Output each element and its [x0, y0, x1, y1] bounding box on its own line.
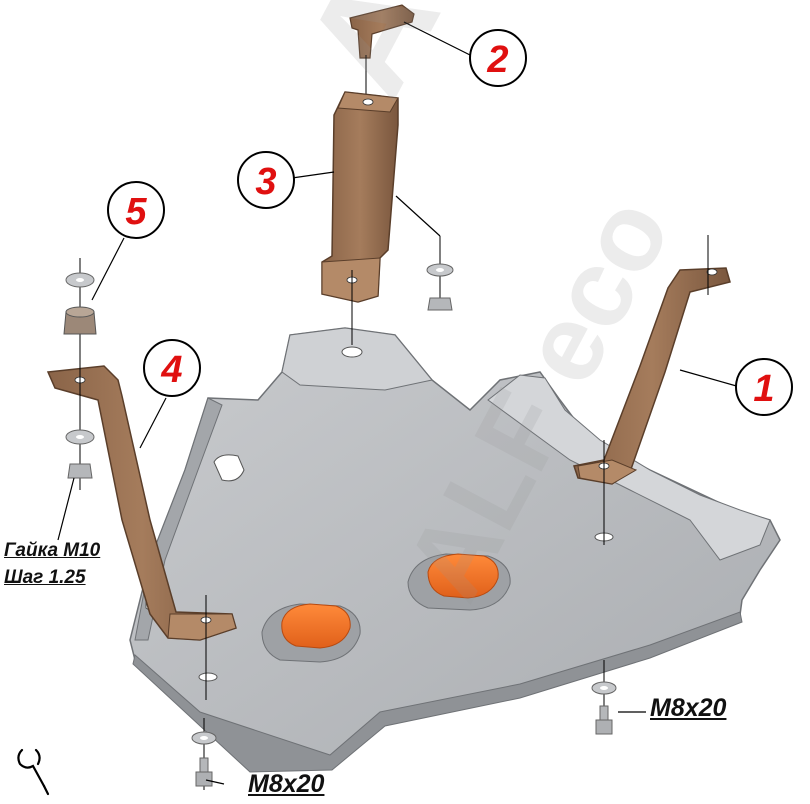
callout-1-number: 1: [753, 368, 774, 410]
nut-spec-line-2: Шаг 1.25: [4, 567, 86, 588]
nut-spec-line-1: Гайка М10: [4, 540, 101, 561]
bolt-bottom: [191, 718, 217, 790]
leader-lines: [57, 21, 741, 785]
part-2-plate: [349, 4, 415, 100]
callout-5: 5: [107, 181, 165, 239]
nut-spec-label: Гайка М10 Шаг 1.25: [4, 537, 100, 591]
callout-4: 4: [143, 339, 201, 397]
callout-5-number: 5: [125, 191, 147, 233]
callout-2-number: 2: [486, 39, 508, 81]
washer-nut-stack-left: [63, 258, 97, 490]
callout-3: 3: [237, 151, 295, 209]
bolt-spec-bottom: M8x20: [248, 770, 325, 798]
callout-1: 1: [735, 358, 793, 416]
bracket-1: [573, 235, 731, 545]
callout-4-number: 4: [160, 349, 182, 391]
wrench-icon: [17, 748, 50, 796]
washer-nut-stack-right: [426, 236, 454, 311]
bolt-right: [591, 660, 617, 735]
callout-3-number: 3: [255, 161, 276, 203]
part-3-channel: [321, 91, 399, 345]
callout-2: 2: [469, 29, 527, 87]
bolt-spec-right: M8x20: [650, 694, 727, 722]
